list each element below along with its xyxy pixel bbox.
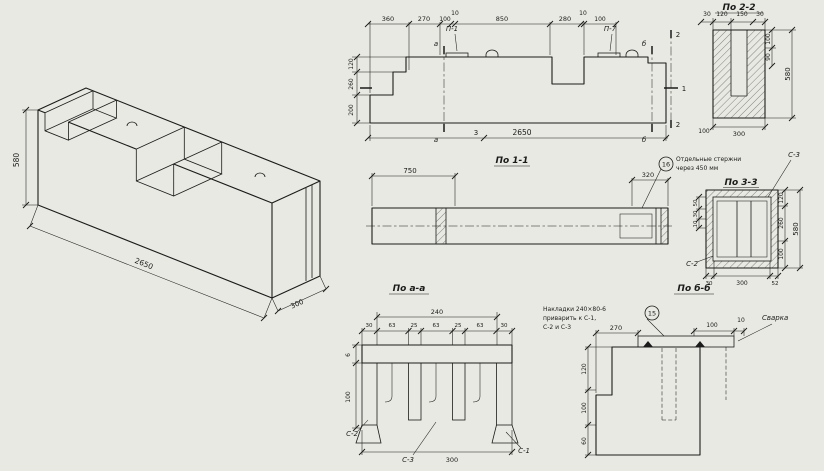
part-label: С-1 [518,447,530,455]
dim-label: 280 [559,15,571,23]
dim-label: 200 [348,104,355,116]
section-title: По б-б [677,283,710,294]
part-label: С-3 [402,456,414,464]
note-text: Накладки 240×80-6 [543,306,606,313]
dim-label: 100 [778,248,785,260]
callout-circle [644,305,660,321]
dim-label: 270 [610,324,622,332]
dim-label: 100 [706,322,718,329]
section-a-a: По а-а 240 30 63 25 63 25 63 30 6 100 30… [345,284,530,464]
dim-label: 100 [765,33,772,45]
isometric-view: 580 2650 300 [12,87,330,322]
dim-label: 10 [737,317,745,324]
dim-label: 100 [594,16,606,23]
cut-label: 2 [676,121,680,129]
dim-label: 320 [642,171,654,179]
dim-label: 30 [693,210,699,217]
section-2-2: По 2-2 30 120 150 30 100 90 580 100 300 [697,3,796,138]
elevation-view: П-1 П-7 а а б б 2 2 1 360 270 100 10 850… [348,10,686,144]
dim-label: 360 [382,15,394,23]
callout-number: 16 [662,161,670,169]
cut-label: а [434,40,438,48]
dim-label: 120 [778,192,785,204]
dim-label: 580 [792,222,800,235]
cut-label: 3 [474,129,478,137]
dim-label: 52 [772,281,779,287]
rebar-hook-icon [384,363,481,403]
dim-label: 580 [784,67,792,80]
section-3-3: 16 Отдельные стержни через 450 мм С-3 По… [641,151,804,287]
embedded-plate [597,52,621,58]
dim-label: 100 [345,391,352,403]
dim-label: 300 [736,280,748,287]
plate-label: П-1 [446,25,458,33]
dim-label: 120 [581,363,588,375]
section-b-b: По б-б Накладки 240×80-6 приварить к С-1… [543,283,788,459]
callout-number: 15 [648,310,656,318]
dim-label: 120 [716,11,728,18]
dim-label: 240 [431,308,443,316]
weld-plate [637,335,735,348]
dim-label: 850 [496,15,508,23]
dim-label: 6 [345,353,352,357]
dim-label: 30 [366,323,373,329]
dim-label: 63 [477,323,484,329]
dim-label: 10 [693,220,699,227]
dim-label: 120 [348,58,355,70]
dim-label: 25 [411,323,418,329]
part-label: С-2 [346,430,358,438]
dim-label: 100 [439,16,451,23]
dim-label: 100 [698,128,710,135]
dim-label: 30 [756,11,764,18]
part-label: Сварка [762,314,788,322]
dim-label: 580 [12,153,21,168]
section-title: По а-а [393,284,426,294]
dim-label: 2650 [133,256,154,272]
dim-label: 63 [433,323,440,329]
dim-label: 300 [446,456,458,464]
dim-label: 100 [581,402,588,414]
embedded-plate [445,52,469,58]
cut-label: б [642,40,647,48]
dim-label: 750 [403,167,416,175]
lifting-hook-icon [126,121,266,178]
cut-label: 2 [676,31,680,39]
dim-label: 30 [703,11,711,18]
dim-label: 10 [579,10,587,17]
dim-label: 30 [706,281,713,287]
section-title: По 3-3 [724,178,757,188]
cut-label: б [642,136,647,144]
part-label: С-3 [788,151,800,159]
part-label: С-2 [686,260,698,268]
dim-label: 60 [581,437,588,445]
section-title: По 1-1 [495,156,528,166]
callout-circle [658,156,674,172]
dim-label: 90 [765,53,772,61]
note-text: С-2 и С-3 [543,324,571,331]
dim-label: 150 [736,11,748,18]
dim-label: 63 [389,323,396,329]
dim-label: 270 [418,15,430,23]
note-text: через 450 мм [676,165,718,172]
dim-label: 2650 [512,128,531,137]
cut-label: а [434,136,438,144]
dim-label: 10 [451,10,459,17]
lifting-hook-icon [485,49,639,57]
dim-label: 300 [733,130,745,138]
note-text: приварить к С-1, [543,315,596,322]
weld-mark-icon [643,341,705,347]
note-text: Отдельные стержни [676,156,741,163]
cut-label: 1 [682,85,686,93]
dim-label: 260 [778,217,785,229]
section-1-1: По 1-1 750 320 [366,156,674,245]
dim-label: 25 [455,323,462,329]
dim-label: 260 [348,78,355,90]
dim-label: 50 [693,199,699,206]
section-title: По 2-2 [722,3,755,13]
plate-label: П-7 [604,25,617,33]
dim-label: 30 [501,323,508,329]
